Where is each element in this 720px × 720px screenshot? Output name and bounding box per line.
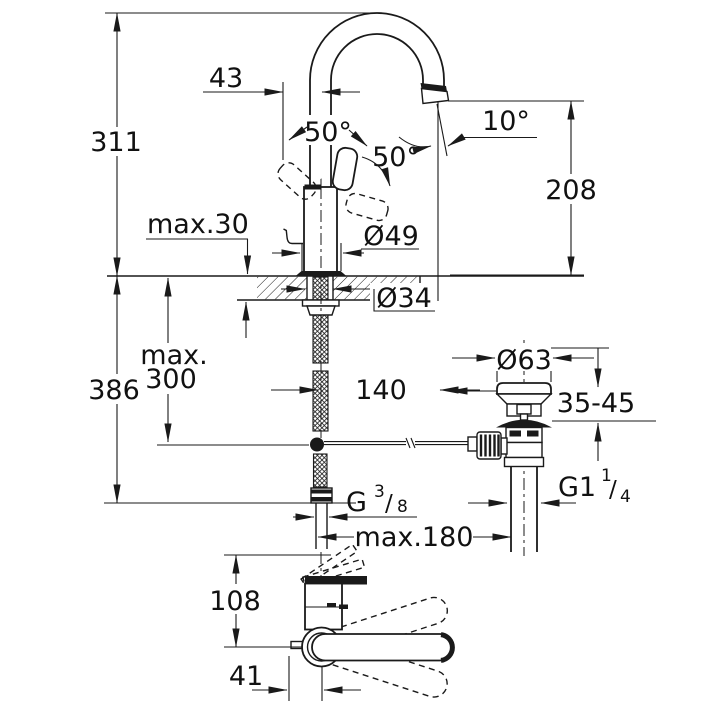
- thread-label-g38-den: 8: [397, 497, 408, 517]
- body-plan-mark-1: [327, 603, 336, 608]
- hose-connector-band-1: [311, 489, 332, 494]
- dimension-label-dia63: Ø63: [496, 345, 552, 376]
- spout-inner-arc: [330, 33, 424, 187]
- dimension-label-208: 208: [545, 175, 597, 206]
- angle-label-50-right: 50°: [372, 142, 420, 173]
- spout-dashed-1: [301, 558, 366, 587]
- lever-joint: [304, 184, 322, 190]
- body-plan-mark-2: [339, 604, 348, 609]
- bg-108: [209, 584, 263, 614]
- arc-50-left-arrow-2: [348, 129, 368, 147]
- drain-flange: [496, 382, 552, 395]
- thread-label-g38-num: 3: [374, 482, 385, 502]
- side-view: 311 386 43 50° 50° 10°: [88, 12, 656, 556]
- bg-34: [370, 283, 436, 312]
- drain-slot-right: [527, 430, 539, 437]
- knob-connector: [500, 437, 508, 455]
- dimension-label-43: 43: [209, 63, 243, 94]
- lever-solid: [331, 146, 359, 192]
- plug-stem-lower: [519, 413, 529, 421]
- leader-10-arrow: [447, 133, 466, 147]
- drain-taper: [495, 393, 553, 405]
- lever: [277, 146, 389, 222]
- dimension-label-140: 140: [355, 375, 407, 406]
- angle-label-10: 10°: [482, 106, 530, 137]
- bg-50-left: [305, 115, 353, 145]
- dimension-label-3545: 35-45: [557, 388, 635, 419]
- bg-311: [92, 127, 142, 156]
- knob-knurling: [479, 434, 500, 457]
- drain-gasket-dome: [496, 419, 552, 428]
- lever-end-cap: [440, 632, 455, 663]
- dimensions: 311 386 43 50° 50° 10°: [88, 12, 656, 553]
- water-stream-line: [436, 103, 448, 157]
- countertop-section: [107, 275, 584, 301]
- spout-outlet: [420, 87, 450, 105]
- counter-hatch-left: [257, 276, 307, 300]
- drain-slot-left: [509, 430, 521, 437]
- lever-dashed-right: [345, 192, 389, 222]
- rod-clamp: [467, 436, 478, 452]
- dimension-label-max300-line1: max.: [140, 340, 207, 371]
- thread-label-g38-slash: /: [385, 491, 393, 517]
- base-escutcheon: [295, 271, 347, 277]
- lever-plan-solid: [311, 633, 454, 662]
- dimension-label-dia49: Ø49: [363, 221, 419, 252]
- hose-connector-band-2: [311, 497, 332, 502]
- lever-dashed-left: [277, 162, 317, 200]
- arc-50-right: [361, 156, 391, 187]
- thread-label-g114-prefix: G1: [558, 472, 596, 503]
- hose-segment-3: [312, 453, 328, 488]
- dimension-label-max30: max.30: [147, 209, 249, 240]
- plug-stem-upper: [516, 403, 532, 415]
- arc-10: [398, 136, 432, 154]
- rod-break-1: [405, 437, 411, 449]
- dimension-label-max300-line2: 300: [145, 364, 197, 395]
- faucet-body: [283, 184, 347, 277]
- ball-joint: [310, 437, 324, 452]
- arc-50-left-arrow-1: [288, 126, 308, 141]
- pop-up-rod-knob: [283, 228, 303, 245]
- drain-assembly: [448, 340, 553, 556]
- dimension-label-108: 108: [209, 586, 261, 617]
- aerator-band: [420, 83, 447, 92]
- thread-label-g114-num: 1: [601, 466, 612, 486]
- spout-dashed-2: [300, 543, 359, 588]
- thread-label-g38-prefix: G: [346, 487, 367, 518]
- dimension-label-dia34: Ø34: [376, 283, 432, 314]
- drain-hex-nut: [503, 456, 545, 468]
- pop-up-linkage: [157, 436, 478, 452]
- leader-34: [373, 289, 435, 312]
- dimension-label-41: 41: [229, 661, 263, 692]
- drain-body-lower: [505, 441, 543, 459]
- angle-label-50-left: 50°: [304, 117, 352, 148]
- thread-label-g114-den: 4: [620, 487, 631, 507]
- dimension-label-311: 311: [90, 127, 142, 158]
- plan-view: 108 41: [209, 543, 455, 701]
- thread-label-g114-slash: /: [609, 477, 617, 503]
- rod-break-2: [410, 437, 416, 449]
- dimension-label-386: 386: [88, 375, 140, 406]
- spout-plan-solid: [305, 576, 367, 585]
- dimension-label-max180: max.180: [355, 522, 474, 553]
- bg-63: [496, 343, 552, 371]
- bg-386: [89, 374, 141, 404]
- bg-208: [544, 174, 598, 204]
